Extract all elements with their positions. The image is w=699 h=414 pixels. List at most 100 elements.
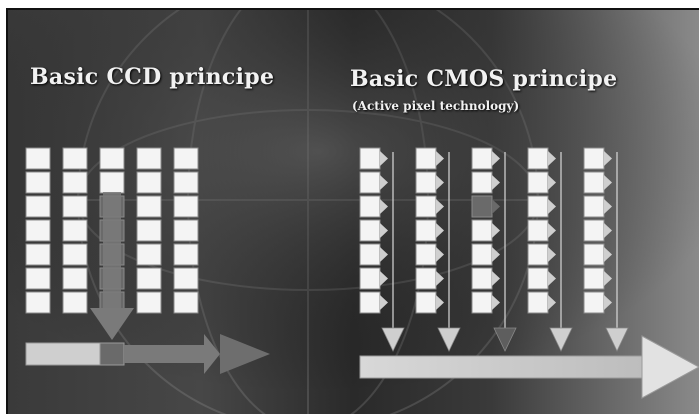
cmos-pixel <box>471 291 493 314</box>
ccd-column-arrow-shaft <box>103 192 121 310</box>
cmos-diagram <box>359 147 699 399</box>
cmos-pixel-amplifier <box>492 175 500 190</box>
cmos-pixel-amplifier <box>436 151 444 166</box>
ccd-pixel <box>62 219 88 242</box>
cmos-pixel <box>527 267 549 290</box>
ccd-pixel <box>99 171 125 194</box>
cmos-column-arrow-head <box>381 327 405 352</box>
cmos-pixel <box>359 243 381 266</box>
sensor-diagram <box>8 10 699 414</box>
cmos-pixel <box>583 147 605 170</box>
ccd-pixel <box>99 147 125 170</box>
ccd-title: Basic CCD principe <box>30 64 275 90</box>
cmos-pixel <box>471 195 493 218</box>
cmos-output-arrow-head <box>641 335 699 399</box>
cmos-pixel-amplifier <box>548 223 556 238</box>
cmos-pixel-amplifier <box>492 151 500 166</box>
cmos-pixel-amplifier <box>492 295 500 310</box>
cmos-pixel <box>415 243 437 266</box>
cmos-pixel-amplifier <box>436 175 444 190</box>
cmos-pixel-amplifier <box>492 271 500 286</box>
cmos-pixel <box>359 267 381 290</box>
ccd-pixel <box>25 291 51 314</box>
cmos-pixel-amplifier <box>436 199 444 214</box>
cmos-pixel-amplifier <box>436 247 444 262</box>
cmos-pixel <box>527 195 549 218</box>
ccd-pixel <box>173 147 199 170</box>
ccd-pixel <box>173 243 199 266</box>
ccd-pixel <box>62 147 88 170</box>
ccd-pixel <box>136 147 162 170</box>
ccd-column-arrow-head <box>90 308 134 340</box>
ccd-pixel <box>173 291 199 314</box>
cmos-pixel <box>415 147 437 170</box>
ccd-pixel <box>25 243 51 266</box>
cmos-pixel <box>583 219 605 242</box>
cmos-pixel-amplifier <box>604 271 612 286</box>
cmos-pixel <box>359 171 381 194</box>
cmos-pixel <box>583 267 605 290</box>
ccd-pixel <box>136 243 162 266</box>
ccd-output-active-cell <box>99 342 125 366</box>
cmos-pixel-amplifier <box>604 151 612 166</box>
ccd-output-arrow-tail <box>220 334 270 374</box>
cmos-pixel <box>471 267 493 290</box>
ccd-pixel <box>136 171 162 194</box>
ccd-pixel <box>62 243 88 266</box>
cmos-column-arrow-head <box>605 327 629 352</box>
ccd-pixel <box>62 195 88 218</box>
cmos-pixel <box>471 243 493 266</box>
cmos-pixel <box>583 291 605 314</box>
cmos-pixel <box>471 171 493 194</box>
cmos-pixel <box>359 219 381 242</box>
cmos-pixel-amplifier <box>380 295 388 310</box>
cmos-pixel <box>415 171 437 194</box>
cmos-pixel-amplifier <box>492 223 500 238</box>
ccd-pixel <box>136 219 162 242</box>
ccd-pixel <box>136 267 162 290</box>
ccd-pixel <box>25 267 51 290</box>
ccd-pixel <box>136 195 162 218</box>
ccd-pixel <box>173 267 199 290</box>
cmos-pixel <box>359 195 381 218</box>
cmos-pixel-amplifier <box>492 199 500 214</box>
diagram-frame: Basic CCD principe Basic CMOS principe (… <box>6 8 699 414</box>
cmos-pixel <box>359 147 381 170</box>
ccd-pixel <box>173 195 199 218</box>
cmos-pixel-amplifier <box>548 175 556 190</box>
cmos-pixel-amplifier <box>380 223 388 238</box>
cmos-pixel <box>471 147 493 170</box>
cmos-pixel-amplifier <box>380 151 388 166</box>
cmos-pixel-amplifier <box>604 175 612 190</box>
ccd-pixel <box>25 171 51 194</box>
cmos-pixel <box>527 147 549 170</box>
cmos-pixel <box>583 171 605 194</box>
ccd-diagram <box>25 147 270 374</box>
cmos-pixel <box>583 195 605 218</box>
cmos-column-arrow-head <box>437 327 461 352</box>
ccd-pixel <box>62 291 88 314</box>
ccd-output-register <box>25 342 101 366</box>
cmos-pixel <box>471 219 493 242</box>
cmos-pixel-amplifier <box>380 175 388 190</box>
cmos-pixel-amplifier <box>548 247 556 262</box>
ccd-pixel <box>25 219 51 242</box>
ccd-pixel <box>62 267 88 290</box>
cmos-pixel-amplifier <box>604 247 612 262</box>
cmos-pixel <box>415 195 437 218</box>
cmos-pixel-amplifier <box>548 295 556 310</box>
cmos-subtitle: (Active pixel technology) <box>352 99 520 113</box>
cmos-pixel-amplifier <box>604 223 612 238</box>
cmos-pixel-amplifier <box>436 271 444 286</box>
cmos-pixel-amplifier <box>436 295 444 310</box>
ccd-pixel <box>25 147 51 170</box>
cmos-column-arrow-head <box>493 327 517 352</box>
cmos-pixel <box>527 291 549 314</box>
cmos-pixel <box>527 243 549 266</box>
ccd-pixel <box>25 195 51 218</box>
ccd-pixel <box>173 171 199 194</box>
cmos-pixel <box>527 219 549 242</box>
cmos-pixel-amplifier <box>380 199 388 214</box>
cmos-pixel-amplifier <box>604 295 612 310</box>
cmos-pixel <box>415 291 437 314</box>
